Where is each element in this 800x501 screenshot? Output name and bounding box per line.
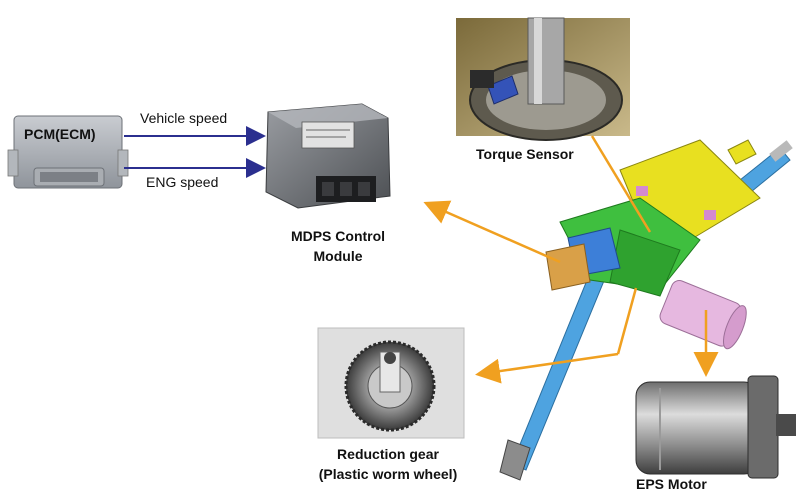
reduction-gear-photo [317, 327, 465, 439]
pcm-ecm-label: PCM(ECM) [24, 126, 96, 142]
torque-sensor-photo [456, 17, 630, 141]
reduction-gear-pointer-arrow [616, 287, 638, 355]
reduction-label-line1: Reduction gear [337, 446, 439, 462]
pcm-ecm-unit [7, 115, 129, 189]
torque-sensor-pointer [590, 135, 652, 233]
mdps-label-line1: MDPS Control [290, 228, 386, 244]
eng-speed-label: ENG speed [146, 174, 219, 190]
mdps-label-line2: Module [313, 248, 363, 264]
mdps-control-module [265, 103, 391, 209]
eps-motor-label: EPS Motor [636, 476, 707, 492]
reduction-gear-pointer-arrow-horizontal [475, 352, 619, 384]
eps-motor-photo [635, 375, 796, 479]
reduction-label-line2: (Plastic worm wheel) [318, 466, 458, 482]
steering-column-assembly [499, 139, 793, 481]
mdps-control-module-label: MDPS Control Module [278, 228, 398, 264]
reduction-gear-label: Reduction gear (Plastic worm wheel) [300, 446, 476, 482]
module-pointer-arrow [423, 200, 561, 264]
vehicle-speed-label: Vehicle speed [140, 110, 228, 126]
torque-sensor-label: Torque Sensor [476, 146, 574, 162]
